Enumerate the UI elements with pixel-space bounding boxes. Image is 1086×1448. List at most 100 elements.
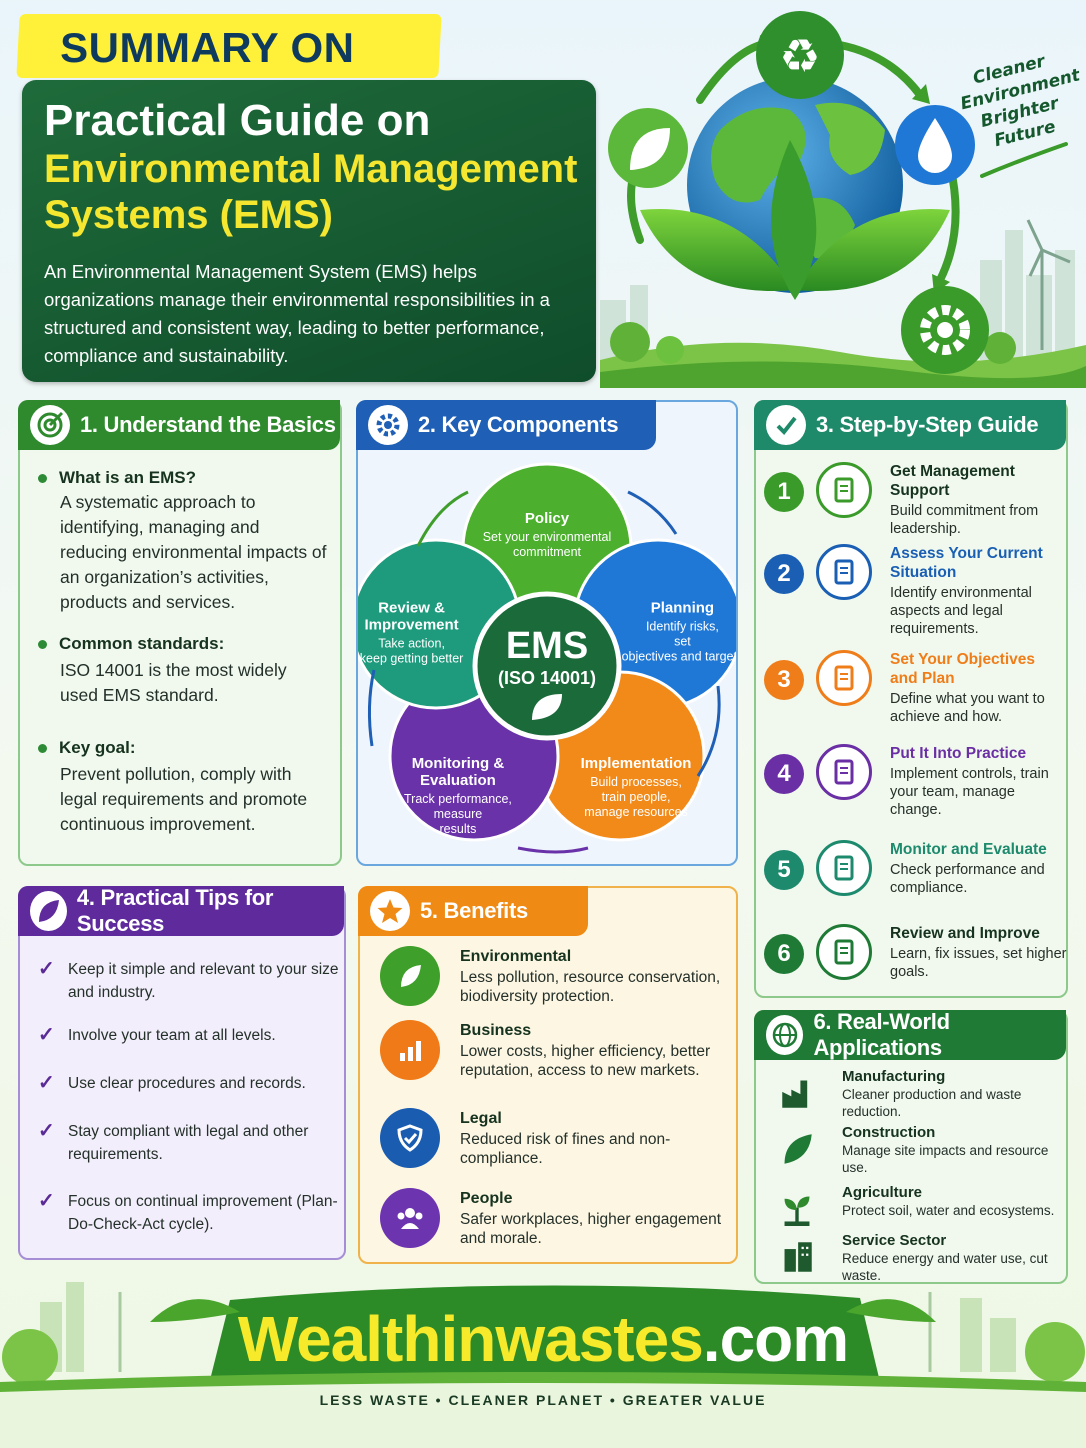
ems-segment-desc: Build processes,train people,manage reso…: [584, 775, 688, 819]
benefit-desc: Safer workplaces, higher engagement and …: [460, 1211, 722, 1247]
leaf-icon: [30, 891, 67, 931]
basics-header: 1. Understand the Basics: [18, 400, 340, 450]
step-icon: [816, 544, 872, 600]
leaf-circle-icon: [608, 108, 688, 188]
tip-item: ✓Focus on continual improvement (Plan-Do…: [38, 1190, 338, 1233]
leaf-icon: [380, 946, 440, 1006]
steps-heading: 3. Step-by-Step Guide: [816, 412, 1039, 437]
step-number-badge: 6: [764, 934, 804, 974]
tip-item: ✓Use clear procedures and records.: [38, 1072, 306, 1094]
basics-item: What is an EMS? A systematic approach to…: [38, 468, 328, 615]
step-number-badge: 2: [764, 554, 804, 594]
tips-header: 4. Practical Tips for Success: [18, 885, 344, 936]
intro-text: An Environmental Management System (EMS)…: [44, 261, 550, 366]
application-title: Manufacturing: [842, 1068, 946, 1085]
ems-segment-title: Implementation: [581, 755, 692, 772]
step-icon: [816, 462, 872, 518]
step-title: Get Management Support: [890, 463, 1015, 499]
gear-icon: [368, 405, 408, 445]
tip-item: ✓Stay compliant with legal and other req…: [38, 1120, 309, 1163]
ems-segment-desc: Take action,keep getting better: [360, 636, 464, 665]
sprout-icon: [772, 1184, 822, 1234]
application-desc: Reduce energy and water use, cut waste.: [842, 1251, 1048, 1283]
step-desc: Implement controls, train your team, man…: [890, 766, 1049, 818]
building-icon: [772, 1232, 822, 1282]
check-icon: ✓: [38, 1190, 55, 1212]
gear-circle-icon: [901, 286, 989, 374]
benefit-title: People: [460, 1190, 513, 1207]
steps-panel: 3. Step-by-Step Guide 1 Get Management Su…: [754, 400, 1068, 998]
factory-icon: [772, 1068, 822, 1118]
basics-question: Key goal:: [59, 738, 136, 757]
ems-segment-title: Review &Improvement: [364, 599, 458, 633]
applications-panel: 6. Real-World Applications Manufacturing…: [754, 1009, 1068, 1284]
step-title: Set Your Objectives and Plan: [890, 651, 1036, 687]
ems-center-subtitle: (ISO 14001): [498, 668, 596, 688]
application-title: Agriculture: [842, 1184, 923, 1201]
step-number-badge: 4: [764, 754, 804, 794]
benefit-desc: Less pollution, resource conservation, b…: [460, 969, 721, 1005]
basics-panel: 1. Understand the Basics What is an EMS?…: [18, 400, 342, 866]
check-icon: ✓: [38, 1120, 55, 1142]
leaf-icon: [532, 694, 562, 720]
site-name: Wealthinwastes.com: [0, 1302, 1086, 1376]
page-title-line1: Practical Guide on: [44, 96, 431, 145]
benefits-header: 5. Benefits: [358, 886, 588, 936]
step-title: Monitor and Evaluate: [890, 841, 1047, 858]
basics-heading: 1. Understand the Basics: [80, 412, 336, 437]
page-title-highlight: Environmental Management Systems (EMS): [44, 146, 577, 238]
step-number-badge: 1: [764, 472, 804, 512]
step-desc: Learn, fix issues, set higher goals.: [890, 946, 1067, 980]
page-title-line2: Environmental Management: [44, 147, 578, 191]
tips-heading: 4. Practical Tips for Success: [76, 885, 274, 936]
step-icon: [816, 924, 872, 980]
checkmark-icon: [766, 405, 806, 445]
page-title-line3: Systems (EMS): [44, 193, 333, 237]
benefits-heading: 5. Benefits: [420, 898, 528, 923]
people-icon: [380, 1188, 440, 1248]
ems-center-circle: [472, 591, 622, 741]
earth-cycle-illustration: ♻: [600, 11, 1086, 388]
check-icon: ✓: [38, 958, 55, 980]
summary-banner: SUMMARY ON: [16, 14, 442, 78]
footer-landscape: [0, 1282, 1086, 1448]
recycle-icon: ♻: [756, 11, 844, 99]
ems-segment-title: Policy: [525, 510, 570, 527]
tagline-swoosh: [980, 142, 1068, 178]
basics-question: What is an EMS?: [59, 468, 196, 487]
applications-heading: 6. Real-World Applications: [813, 1009, 950, 1060]
application-title: Service Sector: [842, 1232, 947, 1249]
ems-segment-title: Monitoring &Evaluation: [412, 755, 505, 789]
hero-panel: Practical Guide on Environmental Managem…: [22, 80, 596, 382]
basics-answer: Prevent pollution, comply with legal req…: [60, 764, 308, 834]
check-icon: ✓: [38, 1024, 55, 1046]
basics-answer: A systematic approach to identifying, ma…: [60, 492, 327, 612]
site-name-tld: .com: [702, 1303, 849, 1375]
target-icon: [30, 405, 70, 445]
application-desc: Protect soil, water and ecosystems.: [842, 1203, 1055, 1218]
benefit-title: Business: [460, 1022, 532, 1039]
step-icon: [816, 650, 872, 706]
step-title: Review and Improve: [890, 925, 1040, 942]
step-title: Assess Your Current Situation: [890, 545, 1043, 581]
footer-slogan: LESS WASTE • CLEANER PLANET • GREATER VA…: [319, 1392, 767, 1408]
benefit-desc: Reduced risk of fines and non-compliance…: [460, 1131, 671, 1167]
benefit-title: Legal: [460, 1110, 502, 1127]
tip-item: ✓Keep it simple and relevant to your siz…: [38, 958, 339, 1001]
shield-icon: [380, 1108, 440, 1168]
step-title: Put It Into Practice: [890, 745, 1027, 762]
wind-turbine-icon: [1026, 219, 1071, 350]
step-desc: Build commitment from leadership.: [890, 503, 1039, 537]
application-desc: Cleaner production and waste reduction.: [842, 1087, 1022, 1119]
step-desc: Define what you want to achieve and how.: [890, 691, 1045, 725]
